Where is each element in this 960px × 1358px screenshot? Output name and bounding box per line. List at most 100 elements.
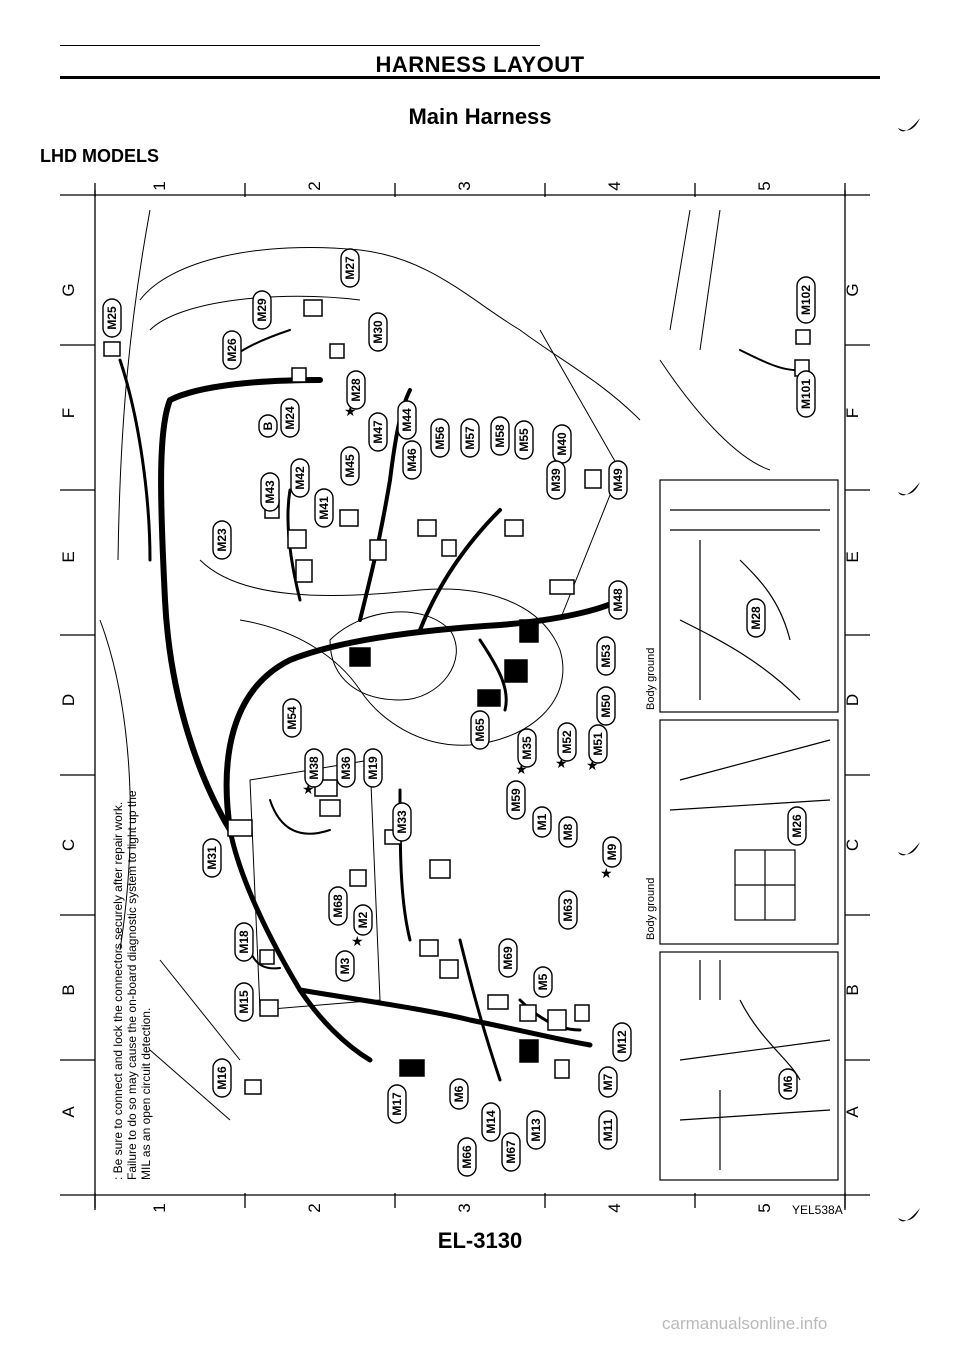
svg-text:M65: M65 bbox=[473, 718, 487, 742]
grid-column-label: 2 bbox=[305, 1203, 324, 1212]
svg-text:M12: M12 bbox=[615, 1030, 629, 1054]
connector-m26: M26 bbox=[222, 330, 242, 370]
connector-m63: M63 bbox=[558, 890, 578, 930]
connector-m45: M45 bbox=[340, 446, 360, 486]
connector-m44: M44 bbox=[397, 400, 417, 440]
watermark-text: carmanualsonline.info bbox=[662, 1314, 828, 1333]
svg-text:M39: M39 bbox=[549, 468, 563, 492]
svg-text:M57: M57 bbox=[463, 426, 477, 450]
connector-m51: M51 bbox=[588, 724, 608, 764]
connector-m47: M47 bbox=[368, 412, 388, 452]
svg-text:M42: M42 bbox=[293, 466, 307, 490]
connector-m30: M30 bbox=[368, 312, 388, 352]
svg-text:M5: M5 bbox=[536, 973, 550, 990]
page-number: EL-3130 bbox=[437, 1228, 523, 1253]
star-marker: ★ bbox=[515, 761, 528, 777]
title-rule bbox=[60, 76, 880, 79]
star-marker: ★ bbox=[555, 755, 568, 771]
svg-text:M102: M102 bbox=[799, 285, 813, 315]
svg-text:M8: M8 bbox=[561, 823, 575, 840]
connector-m25: M25 bbox=[102, 298, 122, 338]
connector-m12: M12 bbox=[612, 1022, 632, 1062]
title-rule-top bbox=[60, 45, 540, 46]
grid-row-label: F bbox=[843, 408, 862, 418]
svg-text:M33: M33 bbox=[395, 810, 409, 834]
grid-row-label: A bbox=[59, 1106, 78, 1118]
connector-m68: M68 bbox=[328, 886, 348, 926]
connector-m36: M36 bbox=[336, 748, 356, 788]
svg-text:M26: M26 bbox=[790, 814, 804, 838]
grid-row-label: C bbox=[843, 839, 862, 851]
connector-m39: M39 bbox=[546, 460, 566, 500]
svg-text:M6: M6 bbox=[452, 1085, 466, 1102]
diagram-frame bbox=[94, 190, 846, 1210]
connector-m15: M15 bbox=[234, 982, 254, 1022]
connector-m101: M101 bbox=[796, 370, 816, 418]
connector-m29: M29 bbox=[252, 290, 272, 330]
note-line-1: : Be sure to connect and lock the connec… bbox=[111, 802, 125, 1180]
connector-m41: M41 bbox=[314, 488, 334, 528]
svg-text:M13: M13 bbox=[529, 1118, 543, 1142]
svg-text:M58: M58 bbox=[493, 424, 507, 448]
svg-text:M18: M18 bbox=[237, 930, 251, 954]
svg-text:M41: M41 bbox=[317, 496, 331, 520]
svg-text:M67: M67 bbox=[504, 1140, 518, 1164]
svg-text:M56: M56 bbox=[433, 426, 447, 450]
connector-m66: M66 bbox=[457, 1137, 477, 1177]
figure-code: YEL538A bbox=[792, 1203, 843, 1217]
svg-text:B: B bbox=[261, 421, 275, 430]
corner-check-marks bbox=[898, 118, 920, 1222]
svg-text:M52: M52 bbox=[560, 730, 574, 754]
svg-text:M59: M59 bbox=[509, 788, 523, 812]
connector-m57: M57 bbox=[460, 418, 480, 458]
svg-text:M53: M53 bbox=[599, 644, 613, 668]
connector-m33: M33 bbox=[392, 802, 412, 842]
svg-text:M26: M26 bbox=[225, 338, 239, 362]
svg-text:M7: M7 bbox=[601, 1073, 615, 1090]
connector-m42: M42 bbox=[290, 458, 310, 498]
connector-m18: M18 bbox=[234, 922, 254, 962]
connector-m26: M26 bbox=[787, 806, 807, 846]
svg-text:M15: M15 bbox=[237, 990, 251, 1014]
grid-column-label: 2 bbox=[305, 181, 324, 190]
grid-column-label: 5 bbox=[755, 181, 774, 190]
svg-text:M27: M27 bbox=[343, 256, 357, 280]
connector-m65: M65 bbox=[470, 710, 490, 750]
svg-text:M45: M45 bbox=[343, 454, 357, 478]
connector-m46: M46 bbox=[402, 440, 422, 480]
svg-text:M19: M19 bbox=[366, 756, 380, 780]
svg-text:M16: M16 bbox=[215, 1066, 229, 1090]
svg-text:M36: M36 bbox=[339, 756, 353, 780]
note-line-2: Failure to do so may cause the on-board … bbox=[125, 790, 139, 1180]
svg-text:M44: M44 bbox=[400, 408, 414, 432]
grid-column-label: 1 bbox=[150, 181, 169, 190]
grid-row-ticks bbox=[60, 194, 870, 1196]
inset-view-middle bbox=[659, 719, 839, 945]
grid-column-label: 4 bbox=[605, 181, 624, 190]
connector-m50: M50 bbox=[596, 686, 616, 726]
svg-text:M28: M28 bbox=[349, 378, 363, 402]
connector-m102: M102 bbox=[796, 276, 816, 324]
connector-m67: M67 bbox=[501, 1132, 521, 1172]
grid-column-ticks bbox=[94, 183, 846, 1208]
grid-row-label: B bbox=[843, 984, 862, 995]
connector-m38: M38 bbox=[304, 748, 324, 788]
connector-m23: M23 bbox=[212, 520, 232, 560]
connector-m48: M48 bbox=[608, 580, 628, 620]
svg-text:M46: M46 bbox=[405, 448, 419, 472]
svg-text:M68: M68 bbox=[331, 894, 345, 918]
connector-m5: M5 bbox=[533, 966, 553, 998]
svg-text:M43: M43 bbox=[263, 480, 277, 504]
svg-text:M23: M23 bbox=[215, 528, 229, 552]
svg-text:M50: M50 bbox=[599, 694, 613, 718]
connector-m6: M6 bbox=[778, 1068, 798, 1100]
connector-m6: M6 bbox=[449, 1078, 469, 1110]
grid-column-label: 5 bbox=[755, 1203, 774, 1212]
svg-text:M38: M38 bbox=[307, 756, 321, 780]
star-marker: ★ bbox=[302, 781, 315, 797]
connector-m69: M69 bbox=[498, 938, 518, 978]
grid-column-label: 3 bbox=[455, 181, 474, 190]
